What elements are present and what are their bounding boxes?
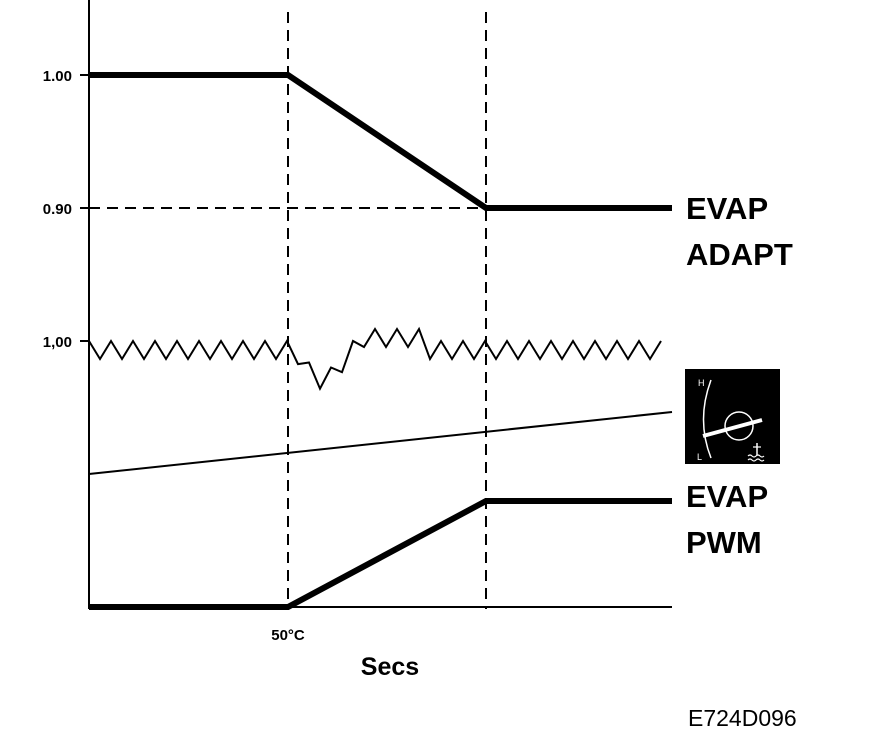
svg-text:L: L	[697, 452, 702, 462]
label-evap-adapt-line1: EVAP	[686, 191, 768, 226]
series-lambda	[88, 326, 662, 392]
label-evap-pwm-line1: EVAP	[686, 479, 768, 514]
series-evap-adapt	[89, 72, 672, 211]
series-evap-pwm	[89, 498, 672, 610]
series-coolant-temperature	[88, 411, 673, 475]
label-evap-pwm-line2: PWM	[686, 525, 762, 560]
y-tick-label: 1,00	[43, 334, 72, 351]
figure-code: E724D096	[688, 705, 797, 731]
y-tick-label: 1.00	[43, 68, 72, 85]
coolant-temperature-gauge-icon: H L	[685, 369, 780, 464]
x-axis-title: Secs	[361, 653, 419, 681]
x-tick-label-50c: 50°C	[271, 627, 305, 644]
label-evap-adapt-line2: ADAPT	[686, 237, 793, 272]
y-tick-label: 0.90	[43, 201, 72, 218]
svg-text:H: H	[698, 378, 705, 388]
